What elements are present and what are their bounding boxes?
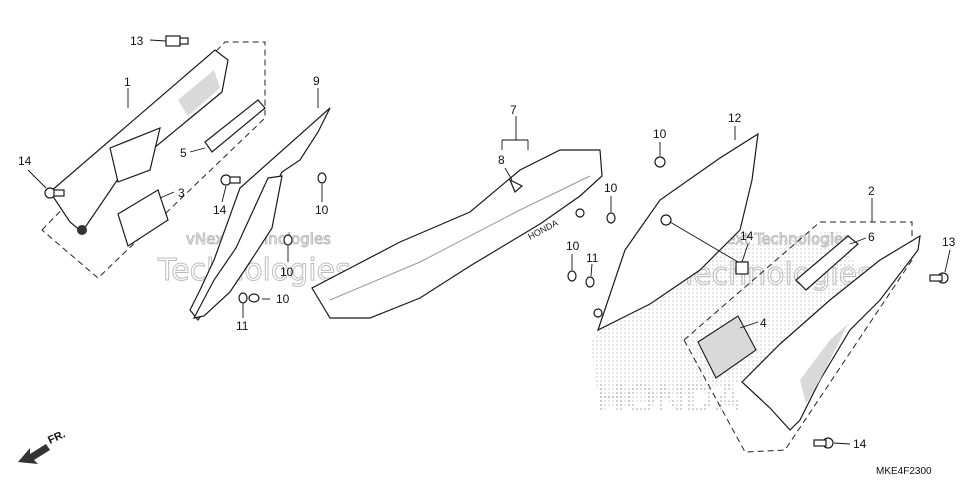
- watermark-2: Technologies: [157, 253, 351, 288]
- right-assembly-outline: [683, 221, 913, 453]
- watermark-4: Technologies: [679, 257, 873, 292]
- part-2-right-shroud: [741, 234, 921, 431]
- grommet-10-f: [654, 156, 666, 168]
- part-7-seat: HONDA: [311, 149, 603, 319]
- diagram-code: MKE4F2300: [876, 466, 932, 477]
- callout-10-b: 10: [280, 265, 294, 279]
- callout-14-center-right: 14: [740, 229, 754, 243]
- bolt-14-right: [813, 437, 834, 449]
- bolt-14-center-right: [735, 261, 749, 275]
- callout-2: 2: [868, 184, 875, 198]
- part-8-seat-hook: [508, 178, 524, 193]
- callout-14-left: 14: [18, 154, 32, 168]
- callout-14-right: 14: [853, 437, 867, 451]
- grommet-10-c: [248, 293, 260, 303]
- bolt-13-left: [165, 35, 189, 47]
- callout-4: 4: [760, 316, 767, 330]
- callout-10-d: 10: [604, 181, 618, 195]
- callout-14-center-left: 14: [213, 203, 227, 217]
- left-assembly-outline: [41, 41, 266, 279]
- collar-11-b: [585, 276, 595, 288]
- callout-3: 3: [178, 186, 185, 200]
- callout-13-right: 13: [942, 235, 956, 249]
- callout-10-e: 10: [566, 239, 580, 253]
- callout-11-center: 11: [586, 251, 599, 265]
- part-4-pad: [697, 315, 757, 379]
- grommet-10-e: [567, 270, 577, 282]
- grommet-10-b: [283, 234, 293, 246]
- callout-7: 7: [510, 103, 517, 117]
- callout-13-left: 13: [130, 34, 144, 48]
- part-3-pad: [117, 189, 169, 247]
- grommet-10-a: [317, 172, 327, 184]
- callout-10-c: 10: [276, 292, 290, 306]
- background-honda-wing: HONDA: [590, 230, 870, 421]
- callout-5: 5: [180, 146, 187, 160]
- callout-10-f: 10: [653, 127, 667, 141]
- callout-1: 1: [124, 75, 131, 89]
- leader-lines: [27, 39, 951, 445]
- part-5-strip: [204, 99, 266, 153]
- callout-11-left: 11: [236, 319, 249, 333]
- callout-10-a: 10: [315, 203, 329, 217]
- bolt-14-center-left: [220, 174, 241, 186]
- front-direction-arrow: FR.: [18, 428, 67, 464]
- part-1-left-shroud: [49, 49, 229, 235]
- bolt-14-left: [44, 187, 65, 199]
- callout-12: 12: [728, 111, 742, 125]
- bolt-13-right: [929, 272, 949, 284]
- callout-6: 6: [868, 230, 875, 244]
- grommet-10-d: [606, 212, 616, 224]
- background-brand-text: HONDA: [596, 377, 743, 421]
- part-6-strip: [795, 235, 859, 291]
- callout-8: 8: [498, 153, 505, 167]
- part-9-side-cover: [189, 107, 331, 322]
- collar-11-a: [238, 292, 248, 304]
- part-12-right-side-cover: [593, 132, 759, 332]
- watermark-3: vNext Technologies: [706, 230, 851, 248]
- callout-9: 9: [313, 74, 320, 88]
- direction-label: FR.: [46, 428, 67, 446]
